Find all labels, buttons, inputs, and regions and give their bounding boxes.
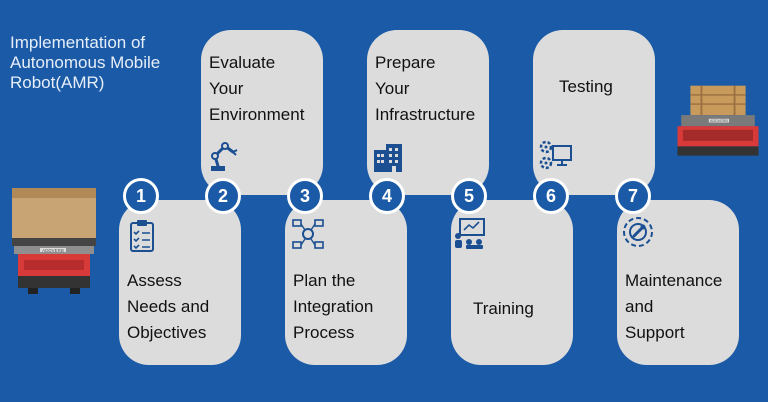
step-6-label: Testing — [559, 77, 613, 96]
network-diagram-icon — [292, 219, 324, 249]
step-card-6: Testing — [533, 30, 655, 195]
step-number-2: 2 — [205, 178, 241, 214]
page-title: Implementation of Autonomous Mobile Robo… — [10, 33, 161, 92]
clipboard-checklist-icon — [130, 220, 154, 252]
step-number-6: 6 — [533, 178, 569, 214]
step-number-5: 5 — [451, 178, 487, 214]
svg-text:ADDVERB: ADDVERB — [42, 248, 64, 253]
step-number-7: 7 — [615, 178, 651, 214]
step-5-label: Training — [473, 299, 534, 318]
amr-robot-with-crate-right: ADDVERB — [677, 85, 759, 156]
robot-arm-icon — [211, 142, 238, 171]
svg-text:ADDVERB: ADDVERB — [710, 119, 728, 123]
building-icon — [374, 144, 402, 172]
amr-robot-with-box-left: ADDVERB — [12, 188, 96, 294]
step-number-1: 1 — [123, 178, 159, 214]
presentation-icon — [455, 218, 485, 249]
gears-monitor-icon — [539, 140, 572, 170]
gear-wrench-icon — [623, 217, 653, 247]
step-number-4: 4 — [369, 178, 405, 214]
step-number-3: 3 — [287, 178, 323, 214]
